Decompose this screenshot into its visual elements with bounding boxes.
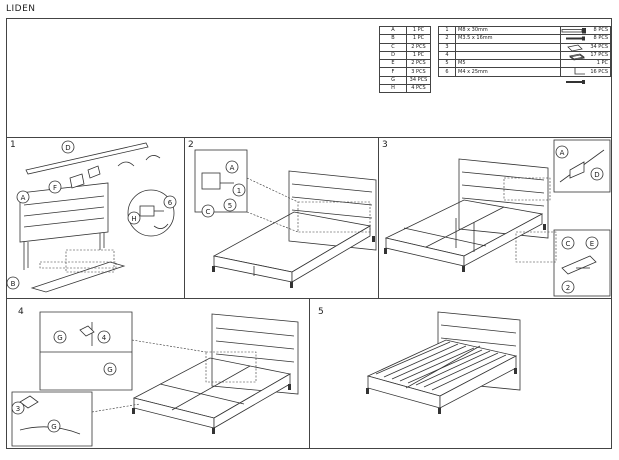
svg-text:5: 5 xyxy=(228,202,232,210)
svg-text:E: E xyxy=(590,240,594,248)
svg-text:D: D xyxy=(594,171,599,179)
callout-B: B xyxy=(6,276,20,290)
callout-E: E xyxy=(585,236,599,250)
divider-v3 xyxy=(309,298,310,449)
callout-A3: A xyxy=(555,145,569,159)
callout-2: 2 xyxy=(561,280,575,294)
svg-text:G: G xyxy=(107,366,112,374)
svg-text:4: 4 xyxy=(102,334,107,342)
svg-text:B: B xyxy=(11,280,16,288)
step-number-5: 5 xyxy=(318,307,324,317)
callout-D: D xyxy=(61,140,75,154)
divider-v1 xyxy=(184,137,185,298)
callout-C3: C xyxy=(561,236,575,250)
callout-G1: G xyxy=(53,330,67,344)
svg-text:F: F xyxy=(53,184,57,192)
callout-G2: G xyxy=(103,362,117,376)
step2-illustration xyxy=(194,149,377,288)
svg-text:D: D xyxy=(65,144,70,152)
callout-A2: A xyxy=(225,160,239,174)
callout-F: F xyxy=(48,180,62,194)
callout-6: 6 xyxy=(163,195,177,209)
callout-H: H xyxy=(127,211,141,225)
svg-text:A: A xyxy=(21,194,26,202)
step5-illustration xyxy=(366,311,521,414)
svg-text:3: 3 xyxy=(16,405,20,413)
step3-illustration xyxy=(384,139,611,297)
svg-text:C: C xyxy=(206,208,211,216)
svg-text:H: H xyxy=(131,215,136,223)
svg-text:1: 1 xyxy=(237,187,241,195)
svg-text:A: A xyxy=(560,149,565,157)
divider-v2 xyxy=(378,137,379,298)
callout-4: 4 xyxy=(97,330,111,344)
document-title: LIDEN xyxy=(6,4,36,14)
callout-G3: G xyxy=(47,419,61,433)
step-number-3: 3 xyxy=(382,140,388,150)
callout-3: 3 xyxy=(11,401,25,415)
divider-top xyxy=(6,137,612,138)
svg-text:A: A xyxy=(230,164,235,172)
svg-text:2: 2 xyxy=(566,284,570,292)
step1-illustration xyxy=(19,142,175,293)
part-qty: 4 PCS xyxy=(406,84,431,94)
callout-C: C xyxy=(201,204,215,218)
callout-1: 1 xyxy=(232,183,246,197)
callout-A: A xyxy=(16,190,30,204)
step-number-4: 4 xyxy=(18,307,24,317)
slats xyxy=(375,341,507,391)
svg-text:6: 6 xyxy=(168,199,173,207)
step-number-1: 1 xyxy=(10,140,16,150)
step-number-2: 2 xyxy=(188,140,194,150)
svg-text:G: G xyxy=(57,334,62,342)
svg-text:C: C xyxy=(566,240,571,248)
callout-D3: D xyxy=(590,167,604,181)
callout-circles: D F A H 6 B A 1 5 C A D C E 2 G 4 G 3 G xyxy=(6,140,604,433)
hw-qty: 16 PCS xyxy=(560,67,611,77)
svg-text:G: G xyxy=(51,423,56,431)
callout-5: 5 xyxy=(223,198,237,212)
